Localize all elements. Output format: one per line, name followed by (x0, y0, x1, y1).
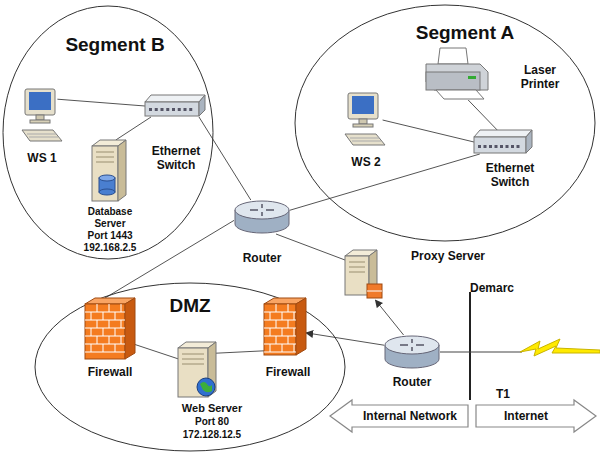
firewall-icon: Firewall (85, 298, 135, 360)
router-icon-art (234, 200, 290, 234)
network-link (290, 154, 480, 210)
node-label: 192.168.2.5 (72, 242, 148, 254)
firewall-icon-art (85, 298, 135, 360)
laser-printer: Laser Printer (422, 48, 488, 100)
node-label: Ethernet Switch (143, 145, 209, 173)
database-server: Database ServerPort 1443192.168.2.5 (92, 140, 126, 202)
network-segment: DMZFirewallWeb ServerPort 80172.128.12.5… (34, 282, 346, 452)
database-server-art (92, 140, 126, 202)
ethernet-switch-art (145, 95, 205, 117)
network-segment: Segment A Laser Printer WS 2 Ethernet Switc… (294, 4, 596, 242)
node-label: Port 80 (182, 416, 242, 428)
free-label: Internet (481, 410, 571, 424)
workstation-icon: WS 2 (343, 92, 387, 148)
network-link (199, 117, 251, 200)
web-server-art (178, 342, 216, 398)
node-label: Firewall (256, 366, 320, 380)
node-label: WS 1 (17, 152, 67, 166)
t1-lightning (520, 339, 600, 356)
node-label: Router (382, 376, 442, 390)
node-label: Port 1443 (75, 230, 145, 242)
node-label: Web Server (172, 402, 252, 415)
node-label: Proxy Server (398, 250, 498, 264)
web-server: Web ServerPort 80172.128.12.5 (178, 342, 216, 398)
demarc-line (469, 292, 471, 400)
network-link (276, 234, 345, 260)
network-link (468, 100, 497, 130)
t1-wire (440, 351, 522, 352)
workstation-icon: WS 1 (20, 88, 64, 144)
node-label: Ethernet Switch (477, 162, 543, 190)
ethernet-switch: Ethernet Switch (474, 130, 532, 154)
workstation-icon-art (343, 92, 387, 148)
router-icon: Router (384, 335, 440, 369)
network-link (57, 99, 145, 106)
ethernet-switch-art (474, 130, 532, 154)
node-label: Database Server (79, 206, 141, 229)
network-link (116, 117, 151, 140)
internet-arrow (476, 400, 596, 432)
ethernet-switch: Ethernet Switch (145, 95, 205, 117)
firewall-icon-art (264, 298, 306, 356)
network-link (375, 300, 403, 335)
node-label: WS 2 (341, 156, 391, 170)
firewall-icon: Firewall (264, 298, 306, 356)
proxy-server: Proxy Server (345, 250, 383, 300)
segment-title: Segment A (405, 22, 525, 44)
workstation-icon-art (20, 88, 64, 144)
laser-printer-art (422, 48, 488, 100)
network-link (383, 120, 474, 142)
router-icon-art (384, 335, 440, 369)
node-label: 172.128.12.5 (174, 429, 250, 441)
segment-title: Segment B (55, 34, 175, 56)
network-segment: Segment BWS 1Ethernet SwitchDatabase Ser… (2, 5, 214, 260)
node-label: Firewall (78, 366, 142, 380)
segment-title: DMZ (150, 295, 230, 317)
internal-network-arrow (330, 400, 468, 432)
router-icon: Router (234, 200, 290, 234)
network-link (306, 333, 384, 345)
proxy-server-art (345, 250, 383, 300)
free-label: Demarc (462, 282, 522, 296)
node-label: Router (232, 252, 292, 266)
network-link (135, 345, 178, 359)
free-label: T1 (488, 388, 518, 402)
free-label: Internal Network (355, 410, 465, 424)
node-label: Laser Printer (512, 64, 568, 92)
